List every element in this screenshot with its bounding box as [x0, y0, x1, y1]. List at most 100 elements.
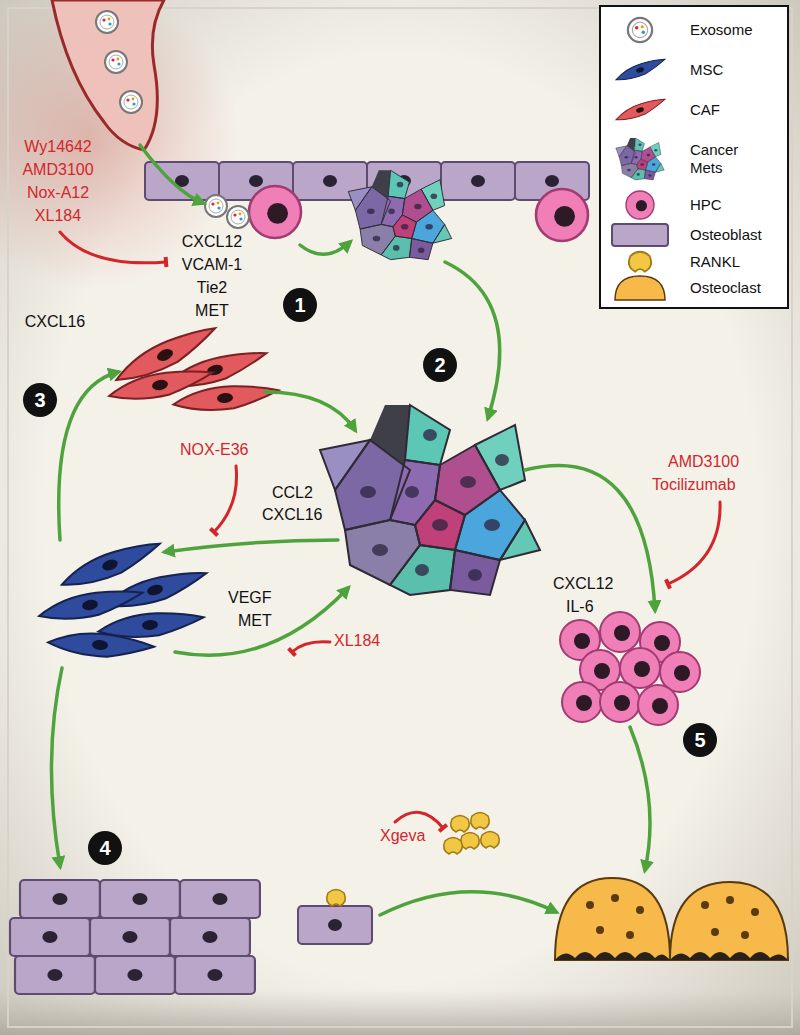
- inhibition-lines-part: [292, 642, 330, 652]
- osteoclasts-part: [555, 878, 670, 960]
- osteoblast-layer: [10, 880, 372, 994]
- callout-number: 1: [283, 288, 317, 322]
- hpc-cluster: [560, 612, 700, 725]
- green-arrows-part: [380, 892, 556, 915]
- rankl-cluster-part: [451, 816, 470, 833]
- osteoblast-row-part: [441, 162, 515, 200]
- blood-vessel-part: [105, 51, 127, 73]
- green-arrows: [51, 145, 655, 915]
- inhibition-lines-part: [668, 502, 720, 584]
- blood-vessel-part: [52, 0, 164, 150]
- green-arrows-part: [51, 668, 62, 866]
- caf-cells: [107, 320, 280, 413]
- factor-label: CXCL12: [182, 232, 242, 252]
- green-arrows-part: [165, 540, 338, 552]
- osteoclasts-part-part: [741, 931, 749, 939]
- osteoclasts-part-part: [726, 896, 734, 904]
- blood-vessel: [52, 0, 164, 150]
- factor-label: CCL2: [272, 483, 313, 503]
- rankl-cluster-part: [471, 813, 490, 830]
- legend-box-part: [628, 18, 652, 42]
- factor-label: CXCL12: [553, 574, 613, 594]
- osteoclasts-part: [555, 952, 670, 960]
- hpc-cluster-part: [638, 685, 678, 725]
- legend-box-part: [616, 138, 664, 180]
- factor-label: CXCL16: [25, 312, 85, 332]
- factor-label: CXCL16: [262, 505, 322, 525]
- osteoblast-layer-part: [20, 880, 100, 918]
- osteoblast-layer-part: [298, 906, 372, 944]
- drug-label: AMD3100: [22, 160, 93, 180]
- osteoblast-layer-part: [10, 918, 90, 956]
- legend-label: Exosome: [690, 21, 760, 39]
- osteoclasts-part-part: [586, 901, 594, 909]
- osteoclasts-part-part: [701, 901, 709, 909]
- exosomes-part: [205, 195, 227, 217]
- legend-label: HPC: [690, 196, 760, 214]
- msc-cells-part: [47, 629, 155, 661]
- drug-label: Wy14642: [24, 137, 91, 157]
- hpc-cells-part: [249, 186, 301, 238]
- factor-label: IL-6: [566, 597, 594, 617]
- osteoclasts-part-part: [611, 894, 619, 902]
- rankl-cluster: [444, 813, 500, 855]
- drug-label: NOX-E36: [180, 440, 248, 460]
- osteoclasts-part-part: [636, 906, 644, 914]
- legend-label: Osteoblast: [690, 226, 760, 244]
- osteoclasts-part-part: [596, 926, 604, 934]
- green-arrows-part: [630, 727, 650, 870]
- blood-vessel-part: [120, 91, 142, 113]
- legend-label: Osteoclast: [690, 279, 760, 297]
- hpc-cluster-part: [600, 682, 640, 722]
- osteoclasts-part: [670, 952, 788, 960]
- small-metastasis: [348, 170, 451, 259]
- rankl-cluster-part: [461, 833, 480, 850]
- legend-box-part: [614, 55, 668, 84]
- inhibition-lines-part: [214, 466, 237, 532]
- osteoclasts-part-part: [711, 928, 719, 936]
- hpc-cells-part: [536, 189, 588, 241]
- drug-label: XL184: [334, 631, 380, 651]
- osteoblast-layer-part: [90, 918, 170, 956]
- hpc-cluster-part: [562, 682, 602, 722]
- inhibition-lines-part: [395, 812, 443, 828]
- legend-label: Cancer Mets: [690, 141, 760, 177]
- drug-label: Xgeva: [380, 826, 425, 846]
- drug-label: XL184: [35, 206, 81, 226]
- osteoblast-layer-part: [15, 956, 95, 994]
- inhibition-lines: [60, 232, 720, 828]
- osteoclasts: [555, 878, 788, 960]
- background-shade: [0, 990, 800, 1035]
- caf-cells-part: [172, 382, 280, 414]
- osteoblast-layer-part: [175, 956, 255, 994]
- osteoclasts-part: [586, 894, 759, 939]
- blood-vessel-part: [96, 11, 118, 33]
- osteoclasts-part: [670, 882, 788, 960]
- legend-box-part: [614, 95, 668, 124]
- factor-label: MET: [238, 611, 272, 631]
- callout-number: 3: [23, 383, 57, 417]
- green-arrows-part: [59, 372, 118, 540]
- callout-number: 2: [423, 348, 457, 382]
- osteoblast-layer-part: [100, 880, 180, 918]
- osteoclasts-part-part: [626, 931, 634, 939]
- drug-label: Nox-A12: [27, 183, 89, 203]
- osteoclasts-part-part: [751, 908, 759, 916]
- legend-box: [600, 6, 788, 308]
- callout-number: 4: [88, 831, 122, 865]
- green-arrows-part: [300, 242, 350, 254]
- green-arrows-part: [140, 145, 203, 203]
- callout-number: 5: [683, 723, 717, 757]
- legend-box-part: [600, 6, 788, 308]
- factor-label: VEGF: [228, 588, 272, 608]
- osteoblast-layer-part: [327, 890, 346, 907]
- factor-label: MET: [195, 301, 229, 321]
- green-arrows-part: [175, 588, 348, 655]
- msc-cells: [37, 536, 210, 661]
- inhibition-lines-part: [60, 232, 166, 263]
- legend-label: CAF: [690, 101, 760, 119]
- legend-box-part: [612, 224, 668, 246]
- exosomes-part: [227, 206, 249, 228]
- legend-label: RANKL: [690, 253, 760, 271]
